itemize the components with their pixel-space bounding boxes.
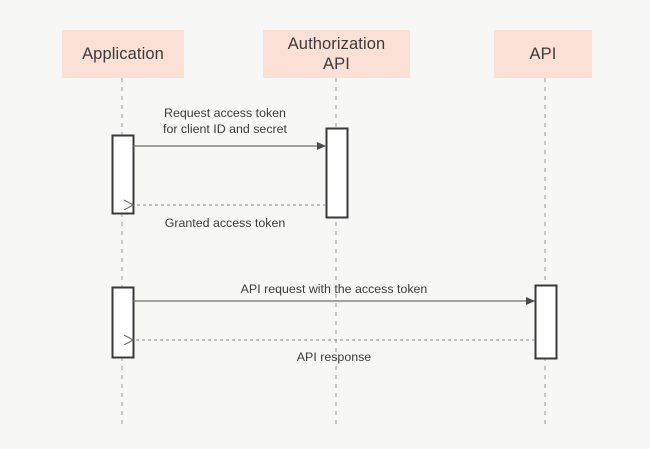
message-label-granted-access-token: Granted access token [164, 216, 286, 230]
participant-box-api[interactable]: API [494, 30, 592, 78]
activation-box-application-1 [111, 134, 135, 215]
activation-boxes-group [111, 127, 558, 360]
message-label-api-request-with-token: API request with the access token [240, 282, 428, 296]
participant-box-application[interactable]: Application [62, 30, 184, 78]
activation-box-api-4 [534, 284, 558, 360]
participant-label-authorization-api: Authorization API [287, 34, 386, 73]
participant-box-authorization-api[interactable]: Authorization API [263, 30, 410, 78]
participant-label-api: API [529, 44, 557, 63]
message-label-request-access-token: Request access token for client ID and s… [163, 106, 287, 137]
participant-label-application: Application [82, 44, 164, 63]
message-arrows-group [133, 142, 535, 340]
message-label-api-response: API response [296, 350, 372, 364]
activation-box-authorization-api-2 [325, 127, 349, 219]
activation-box-application-3 [111, 286, 135, 359]
